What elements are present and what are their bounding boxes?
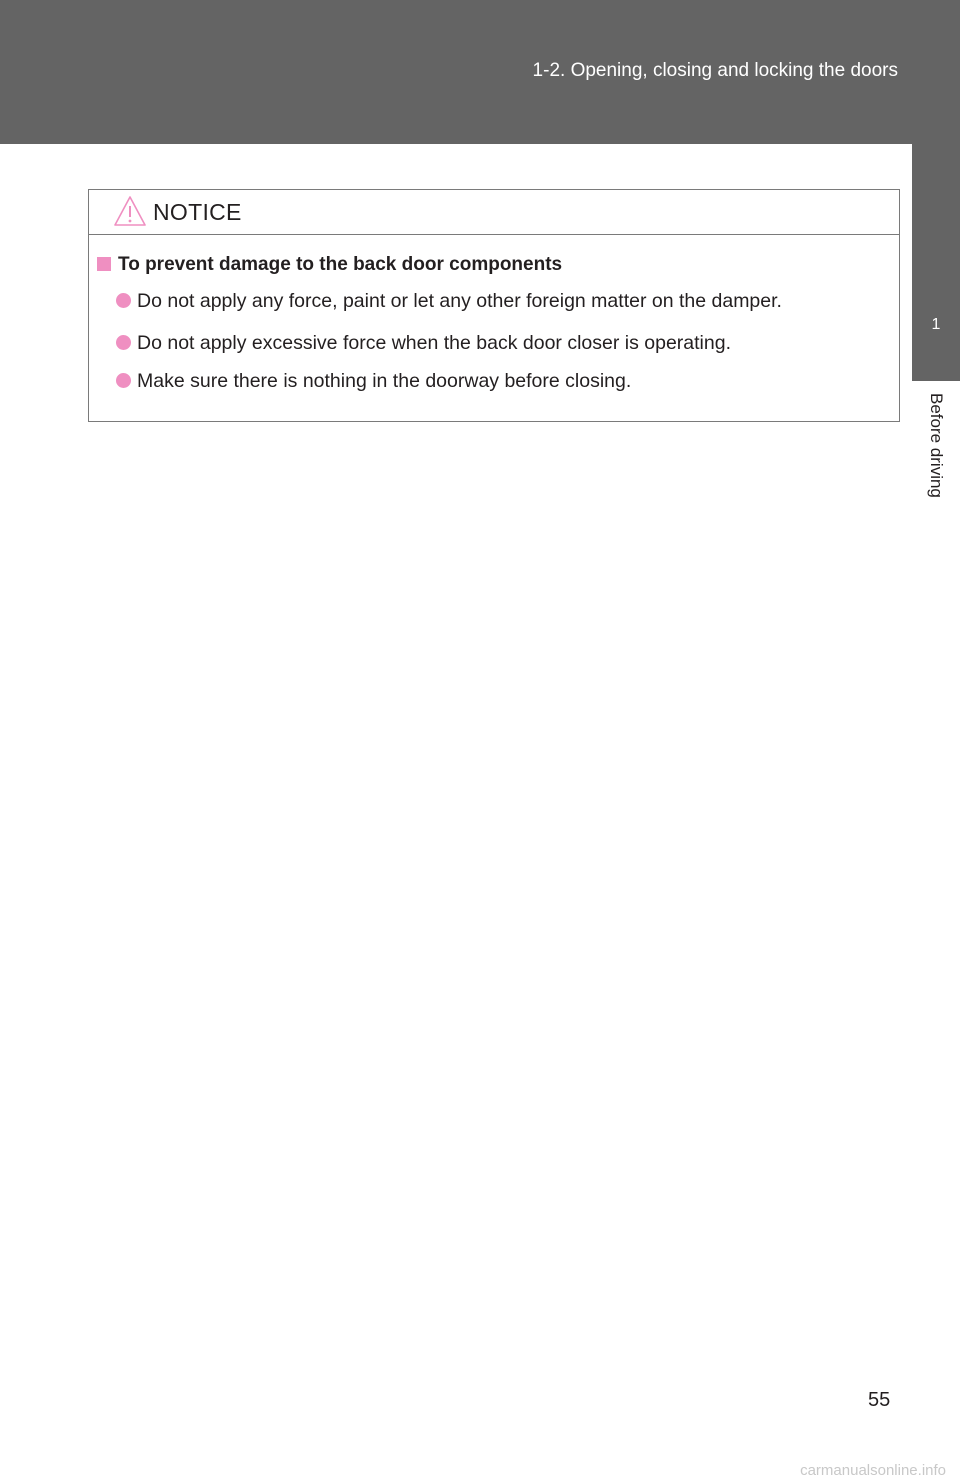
page-number: 55 <box>868 1389 891 1411</box>
notice-heading-text: To prevent damage to the back door compo… <box>118 254 563 275</box>
warning-triangle-icon <box>114 196 146 226</box>
notice-bullet-text: Do not apply excessive force when the ba… <box>137 332 731 354</box>
notice-box: NOTICE To prevent damage to the back doo… <box>88 189 900 422</box>
square-bullet-icon <box>97 257 111 271</box>
round-bullet-icon <box>116 373 131 388</box>
header-band: 1-2. Opening, closing and locking the do… <box>0 0 960 144</box>
notice-bullet-item: Make sure there is nothing in the doorwa… <box>116 370 631 393</box>
notice-heading: To prevent damage to the back door compo… <box>97 254 562 276</box>
section-title: 1-2. Opening, closing and locking the do… <box>532 60 898 81</box>
notice-bullet-item: Do not apply excessive force when the ba… <box>116 332 731 355</box>
chapter-tab: 1 <box>912 144 960 381</box>
notice-title: NOTICE <box>153 199 242 225</box>
round-bullet-icon <box>116 335 131 350</box>
chapter-number: 1 <box>931 316 941 333</box>
notice-bullet-item: Do not apply any force, paint or let any… <box>116 290 782 313</box>
round-bullet-icon <box>116 293 131 308</box>
notice-bullet-text: Do not apply any force, paint or let any… <box>137 290 782 312</box>
watermark: carmanualsonline.info <box>800 1462 946 1479</box>
chapter-label: Before driving <box>927 393 946 498</box>
notice-bullet-text: Make sure there is nothing in the doorwa… <box>137 370 632 392</box>
notice-header: NOTICE <box>89 190 899 235</box>
chapter-label-container: Before driving <box>912 381 960 541</box>
